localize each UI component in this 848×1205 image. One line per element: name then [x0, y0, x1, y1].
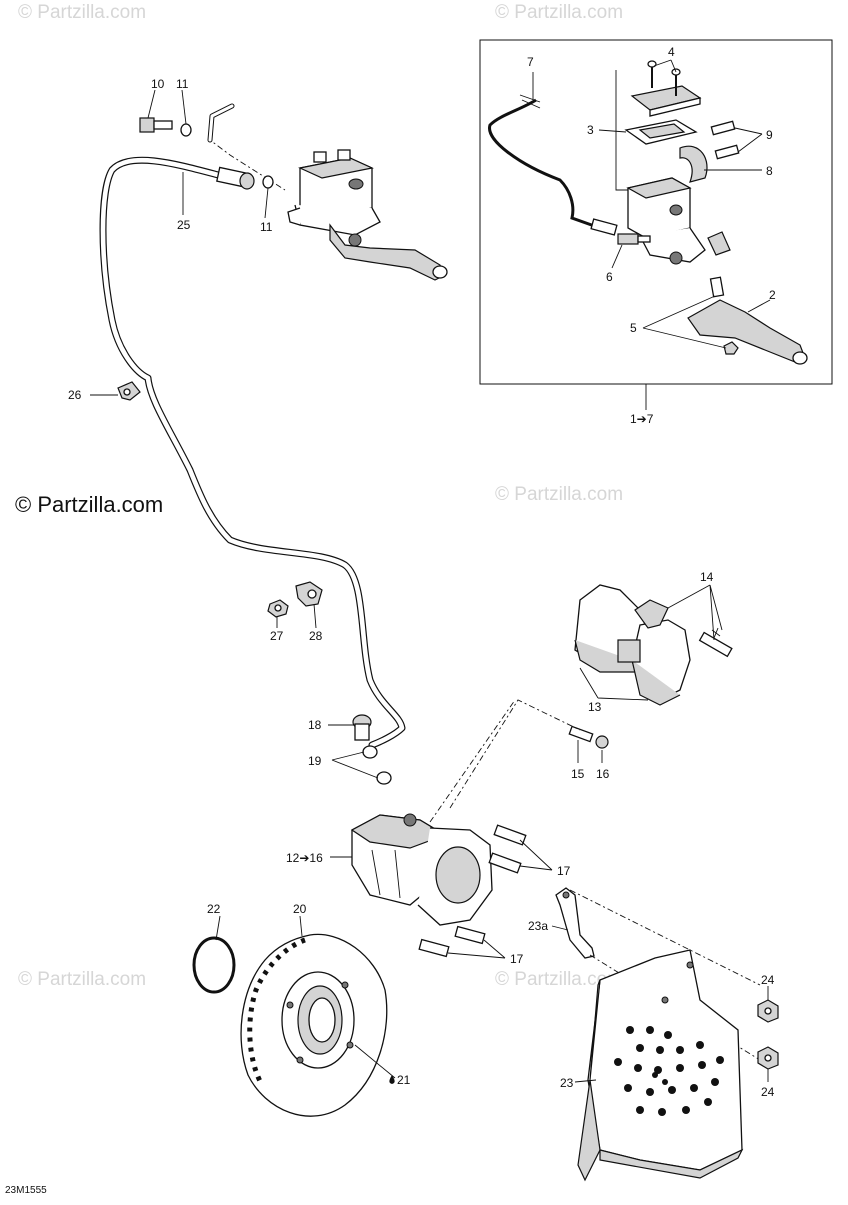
callout-4: 4 [668, 45, 675, 59]
brake-caliper [350, 813, 493, 926]
handlebar-clamp-8 [679, 145, 708, 183]
disc-guard-23 [577, 949, 744, 1182]
watermark-bottom-right: © Partzilla.com [495, 969, 623, 990]
callout-8: 8 [766, 164, 773, 178]
pad-pin-14 [698, 627, 733, 658]
master-cylinder-assembly [207, 103, 448, 281]
washer-19-lower [376, 771, 392, 785]
callout-3: 3 [587, 123, 594, 137]
callout-27: 27 [270, 629, 284, 643]
callout-15: 15 [571, 767, 585, 781]
callout-9: 9 [766, 128, 773, 142]
callout-17-upper: 17 [557, 864, 571, 878]
brake-pads-13 [574, 584, 691, 706]
grease-drop-icon [389, 1075, 395, 1084]
dust-boot [707, 231, 731, 256]
callout-16: 16 [596, 767, 610, 781]
callout-28: 28 [309, 629, 323, 643]
brake-lever-2 [687, 299, 808, 365]
callout-11-top: 11 [176, 77, 189, 91]
banjo-bolt-10 [139, 117, 173, 133]
callout-26: 26 [68, 388, 82, 402]
brake-switch-wire-7 [488, 94, 618, 236]
watermark-top-left: © Partzilla.com [18, 2, 146, 23]
hose-clip-26 [117, 381, 141, 401]
reservoir-cover-4 [630, 60, 702, 117]
diagram-code: 23M1555 [5, 1185, 47, 1196]
anti-rattle-spring-14 [634, 599, 669, 629]
watermark-mid-left: © Partzilla.com [15, 492, 163, 517]
bracket-23a [555, 887, 595, 959]
callout-24-lower: 24 [761, 1085, 775, 1099]
kit-master-cylinder-body [626, 177, 706, 265]
brake-hose [99, 156, 406, 749]
flange-nut-24-upper [757, 999, 779, 1023]
clamp-bolts-9 [710, 120, 740, 160]
brake-switch-6 [617, 233, 651, 245]
callout-2: 2 [769, 288, 776, 302]
leader-lines [90, 59, 771, 1083]
callout-11-lower: 11 [260, 220, 273, 234]
reservoir-gasket-3 [615, 70, 698, 191]
callout-20: 20 [293, 902, 307, 916]
flange-nut-24-lower [757, 1046, 779, 1070]
lever-pivot-5 [709, 276, 739, 355]
callout-7: 7 [527, 55, 534, 69]
callout-17-lower: 17 [510, 952, 524, 966]
callout-18: 18 [308, 718, 322, 732]
banjo-bolt-18 [352, 714, 372, 741]
washer-19-upper [362, 745, 378, 759]
callout-24-upper: 24 [761, 973, 775, 987]
callout-23a: 23a [528, 919, 548, 933]
callout-14: 14 [700, 570, 714, 584]
bleeder-cap-16 [595, 735, 609, 749]
callout-10: 10 [151, 77, 165, 91]
callout-12-16: 12➔16 [286, 851, 323, 865]
callout-labels: 10 11 11 25 26 27 28 18 19 12➔16 22 20 2… [5, 45, 776, 1196]
watermark-bottom-left: © Partzilla.com [18, 969, 146, 990]
callout-25: 25 [177, 218, 191, 232]
caliper-bolts-17 [418, 824, 527, 958]
o-ring-22 [192, 936, 236, 994]
nut-27 [267, 599, 289, 618]
callout-23: 23 [560, 1076, 574, 1090]
callout-1-7: 1➔7 [630, 412, 654, 426]
hose-clip-28 [295, 581, 323, 607]
bleeder-screw-15 [568, 725, 594, 743]
callout-5: 5 [630, 321, 637, 335]
washer-11-top [180, 123, 192, 137]
watermark-mid-right: © Partzilla.com [495, 484, 623, 505]
kit-boundary-box [479, 39, 833, 385]
washer-11-lower [262, 175, 274, 189]
callout-19: 19 [308, 754, 322, 768]
callout-22: 22 [207, 902, 221, 916]
callout-6: 6 [606, 270, 613, 284]
callout-13: 13 [588, 700, 602, 714]
brake-disc-20 [240, 933, 388, 1117]
callout-21: 21 [397, 1073, 411, 1087]
watermark-top-right: © Partzilla.com [495, 2, 623, 23]
